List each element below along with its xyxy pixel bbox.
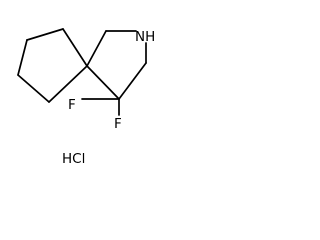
nitrogen-atom-label: NH	[135, 29, 155, 45]
bond	[26, 28, 64, 41]
bond	[17, 74, 50, 103]
fluorine-atom-label: F	[68, 97, 76, 113]
bond	[86, 30, 107, 67]
fluorine-bonds	[81, 98, 120, 116]
pyrrolidine-ring	[86, 30, 147, 100]
chemical-structure: NH F F HCl	[17, 28, 155, 167]
counterion-label: HCl	[62, 151, 85, 167]
bond	[48, 65, 88, 103]
bond	[118, 62, 147, 100]
bond	[17, 39, 28, 76]
bond	[86, 65, 120, 100]
fluorine-atom-label: F	[114, 116, 122, 132]
bond	[62, 28, 88, 67]
cyclopentane-ring	[17, 28, 88, 103]
